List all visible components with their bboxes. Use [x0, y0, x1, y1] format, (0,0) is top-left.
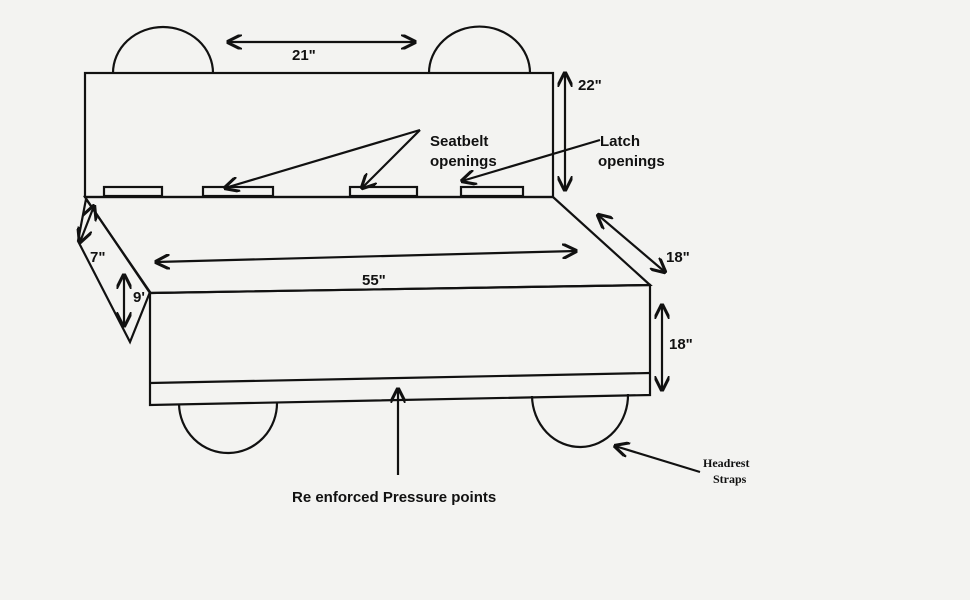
- dimension-arrow-7: [80, 206, 94, 242]
- strap-pointer-arrow: [615, 446, 701, 474]
- label-18-depth: 18": [666, 249, 690, 266]
- seat-front-panel: [148, 283, 652, 407]
- label-seatbelt-2: openings: [430, 153, 497, 170]
- label-22: 22": [578, 77, 602, 94]
- latch-pointer-arrow: [462, 138, 601, 181]
- seatbelt-opening: [102, 185, 164, 198]
- label-55: 55": [362, 272, 386, 289]
- label-9: 9': [133, 289, 145, 306]
- seatbelt-pointer-arrow: [225, 128, 421, 188]
- headrest-strap-top-right: [427, 25, 532, 74]
- label-21: 21": [292, 47, 316, 64]
- seatbelt-opening: [348, 185, 419, 198]
- label-headrest: Headrest: [703, 456, 749, 470]
- seatbelt-opening: [201, 185, 275, 198]
- reinforced-strip: [149, 371, 651, 385]
- latch-opening: [459, 185, 525, 198]
- dimension-arrow-18-depth: [598, 215, 665, 272]
- headrest-strap-top-left: [111, 25, 215, 74]
- label-pressure-points: Re enforced Pressure points: [292, 489, 496, 506]
- label-seatbelt-1: Seatbelt: [430, 133, 488, 150]
- seatbelt-pointer-arrow: [362, 129, 421, 188]
- label-latch-2: openings: [598, 153, 665, 170]
- strap-bottom-right: [530, 393, 630, 449]
- label-straps: Straps: [713, 472, 747, 486]
- strap-bottom-left: [177, 401, 279, 455]
- dimension-arrow-55: [156, 251, 576, 262]
- label-7: 7": [90, 249, 105, 266]
- label-latch-1: Latch: [600, 133, 640, 150]
- label-18-height: 18": [669, 336, 693, 353]
